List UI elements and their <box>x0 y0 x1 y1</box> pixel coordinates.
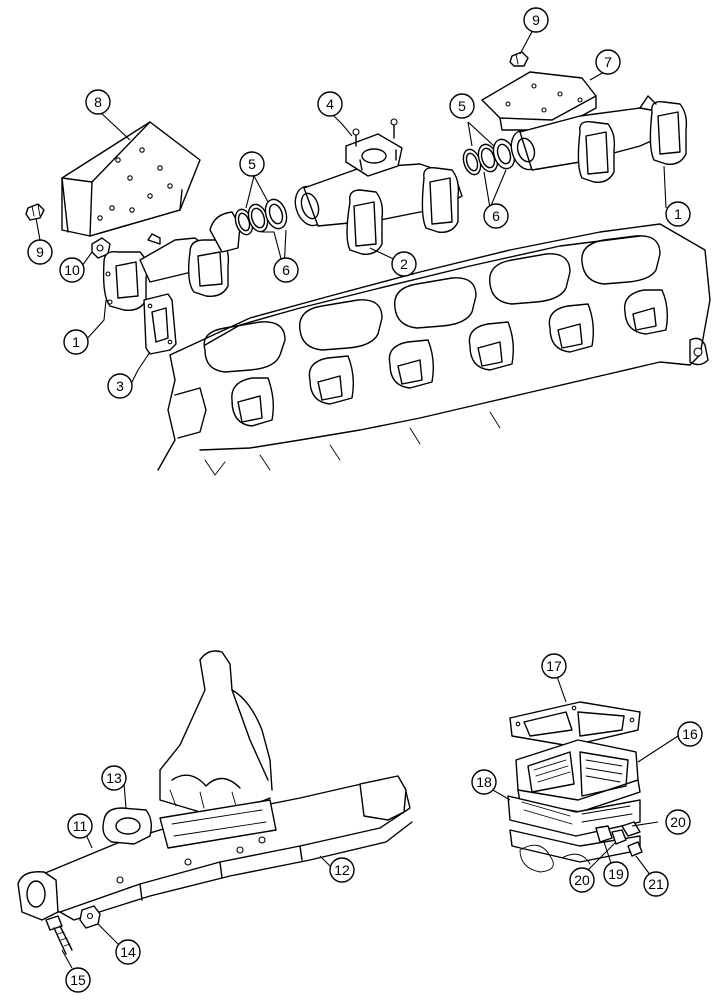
callout-3: 3 <box>107 373 133 399</box>
part-5-6-rings-right <box>462 138 516 176</box>
callout-18: 18 <box>471 769 497 795</box>
callout-5-right: 5 <box>449 93 475 119</box>
part-12-manifold-bottom <box>17 775 413 921</box>
callout-7-label: 7 <box>604 54 612 70</box>
callout-9-left: 9 <box>27 239 53 265</box>
callout-6-left: 6 <box>273 257 299 283</box>
leader-lines <box>35 27 679 969</box>
callout-11-label: 11 <box>73 818 88 834</box>
callout-20-right-label: 20 <box>670 814 686 830</box>
callout-6-right: 6 <box>483 203 509 229</box>
callout-11: 11 <box>67 813 93 839</box>
callout-9-left-label: 9 <box>36 244 44 260</box>
callout-2: 2 <box>391 251 417 277</box>
callout-6-left-label: 6 <box>282 262 290 278</box>
callout-13-label: 13 <box>106 770 122 786</box>
callout-17: 17 <box>541 653 567 679</box>
callout-8: 8 <box>85 89 111 115</box>
callout-1-left-label: 1 <box>72 334 80 350</box>
callout-4-label: 4 <box>326 96 334 112</box>
callout-14: 14 <box>115 939 141 965</box>
callout-5-left: 5 <box>239 151 265 177</box>
callout-20-right: 20 <box>665 809 691 835</box>
callout-20-left: 20 <box>569 867 595 893</box>
part-17-gasket <box>509 701 641 747</box>
callout-1-left: 1 <box>63 329 89 355</box>
callout-17-label: 17 <box>546 658 562 674</box>
callout-7: 7 <box>595 49 621 75</box>
callout-18-label: 18 <box>476 774 492 790</box>
callout-2-label: 2 <box>400 256 408 272</box>
part-15-bolt <box>45 915 73 955</box>
callout-15: 15 <box>65 967 91 993</box>
callout-3-label: 3 <box>116 378 124 394</box>
part-3-gasket <box>143 293 177 355</box>
part-5-6-rings-left <box>234 198 288 236</box>
callout-5-right-label: 5 <box>458 98 466 114</box>
part-8-bracket <box>61 121 201 237</box>
part-19-20-21-fittings <box>595 821 643 857</box>
callout-16: 16 <box>677 721 703 747</box>
callout-8-label: 8 <box>94 94 102 110</box>
callout-19: 19 <box>603 861 629 887</box>
callout-13: 13 <box>101 765 127 791</box>
bottom-exhaust-elbow <box>159 650 273 813</box>
part-13-gasket <box>102 807 153 845</box>
part-1-manifold-left <box>102 211 241 311</box>
callout-9-top-label: 9 <box>532 12 540 28</box>
callout-15-label: 15 <box>70 972 86 988</box>
callout-19-label: 19 <box>608 866 624 882</box>
part-2-manifold-center <box>294 118 463 255</box>
callout-9-top: 9 <box>523 7 549 33</box>
callout-5-left-label: 5 <box>248 156 256 172</box>
part-16-cover <box>515 739 641 813</box>
part-14-nut <box>79 905 101 929</box>
callout-4: 4 <box>317 91 343 117</box>
callout-20-left-label: 20 <box>574 872 590 888</box>
callout-12-label: 12 <box>334 862 350 878</box>
callout-21-label: 21 <box>648 876 664 892</box>
callout-12: 12 <box>329 857 355 883</box>
cylinder-head <box>157 223 711 476</box>
callout-10-label: 10 <box>64 262 80 278</box>
callout-1-right: 1 <box>665 201 691 227</box>
callout-10: 10 <box>59 257 85 283</box>
callout-6-right-label: 6 <box>492 208 500 224</box>
callout-1-right-label: 1 <box>674 206 682 222</box>
callout-21: 21 <box>643 871 669 897</box>
part-9-screw-top <box>509 51 529 67</box>
part-9-screw-left <box>25 203 45 221</box>
part-1-manifold-right <box>510 95 688 183</box>
callout-16-label: 16 <box>682 726 698 742</box>
callout-14-label: 14 <box>120 944 136 960</box>
